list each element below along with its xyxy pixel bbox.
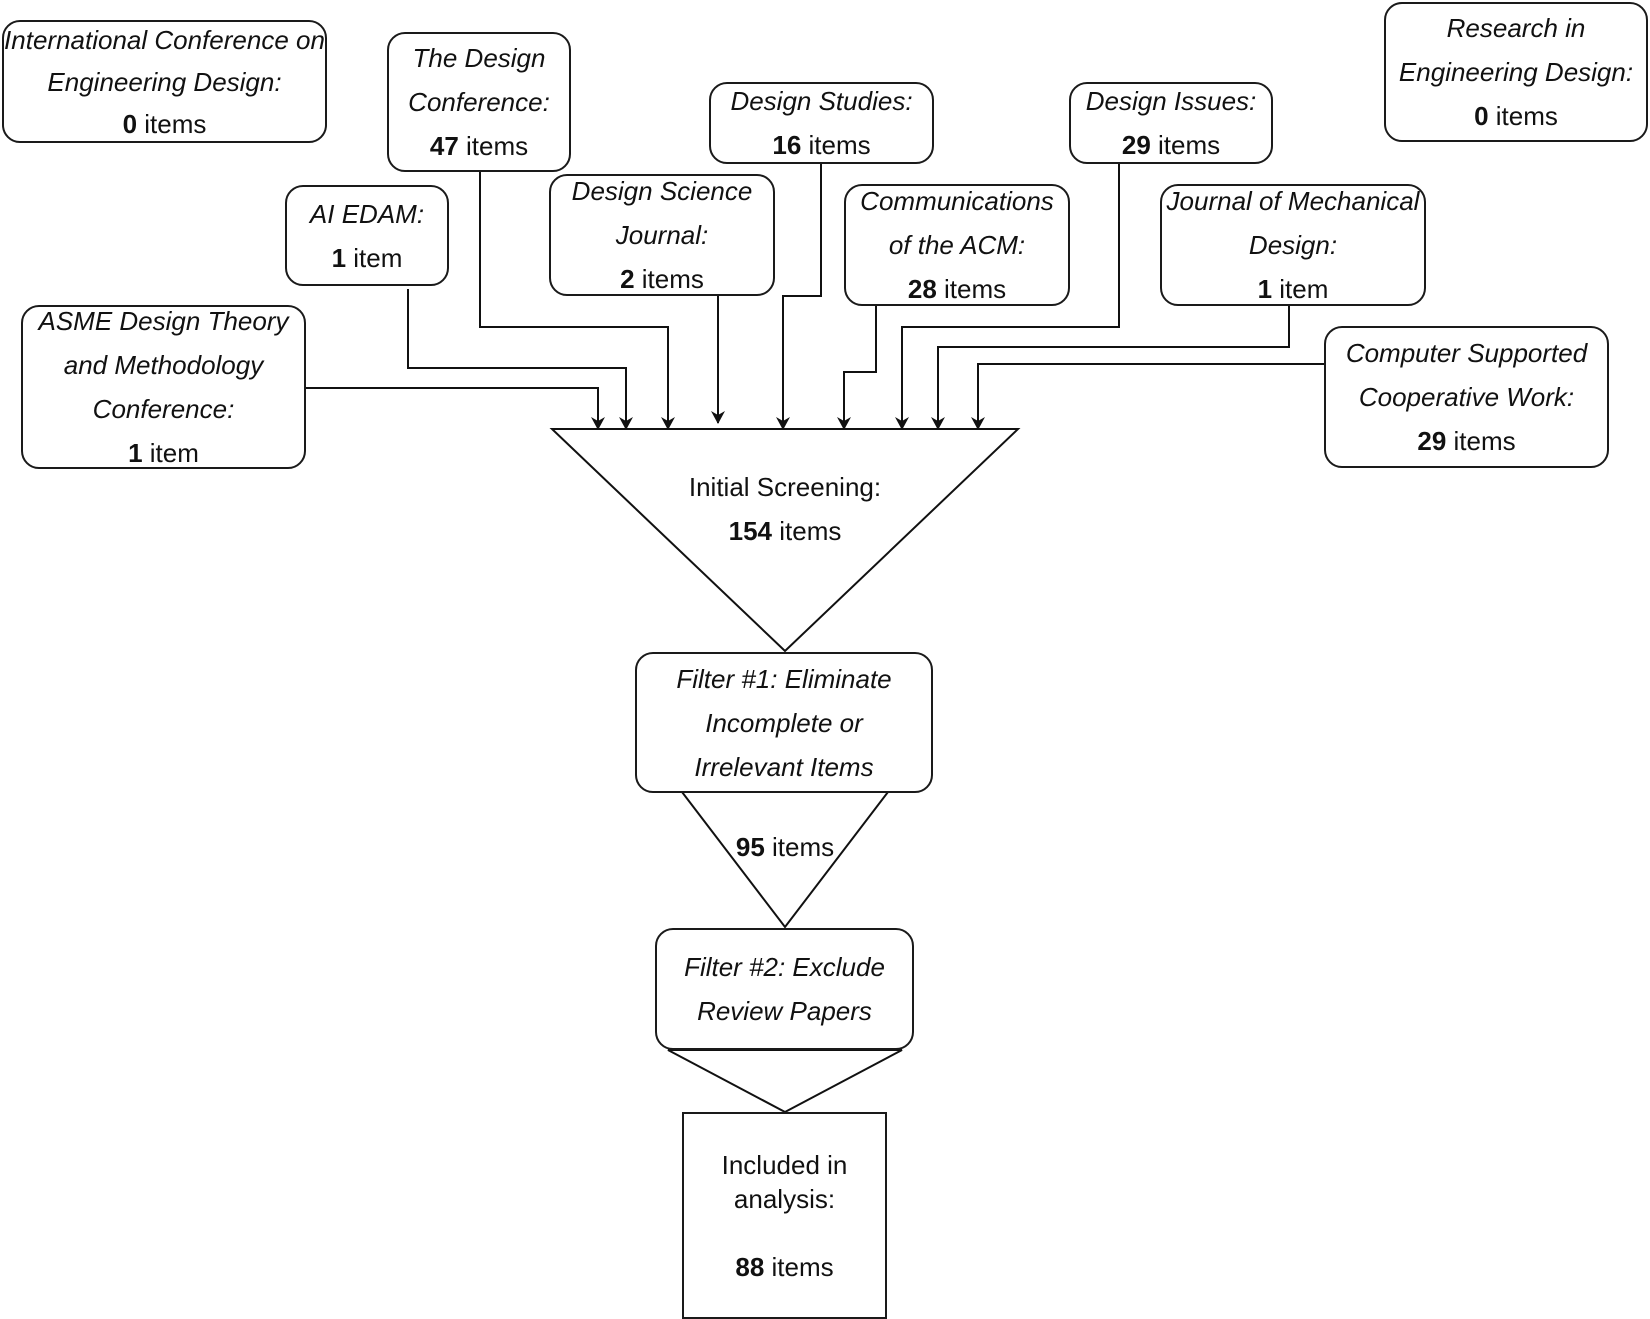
source-count: 29 xyxy=(1417,426,1447,456)
source-box-cacm: Communications of the ACM: 28 items xyxy=(844,184,1070,306)
initial-screening-label: Initial Screening: 154 items xyxy=(635,465,935,553)
source-unit: items xyxy=(1453,426,1516,456)
source-count: 29 xyxy=(1121,130,1151,160)
connector-cscw xyxy=(971,363,1324,430)
connector-cacm xyxy=(837,306,877,430)
source-count: 0 xyxy=(1474,101,1489,131)
final-included-count: 88 xyxy=(735,1251,765,1282)
source-box-asme-dtm: ASME Design Theory and Methodology Confe… xyxy=(21,305,306,469)
final-included-label: Included in analysis: xyxy=(721,1149,848,1214)
source-count: 28 xyxy=(907,274,937,304)
source-box-design-conference: The Design Conference: 47 items xyxy=(387,32,571,172)
filter1-box: Filter #1: Eliminate Incomplete or Irrel… xyxy=(635,652,933,793)
source-box-iced: International Conference on Engineering … xyxy=(2,20,327,143)
source-name: Research in Engineering Design: xyxy=(1398,13,1634,87)
source-count: 1 xyxy=(128,438,143,468)
after-filter1-count: 95 xyxy=(735,832,765,862)
initial-screening-text: Initial Screening: xyxy=(688,472,882,502)
filter2-label: Filter #2: Exclude Review Papers xyxy=(684,952,885,1026)
source-unit: item xyxy=(1279,274,1329,304)
source-unit: item xyxy=(353,242,403,273)
after-filter1-unit: items xyxy=(772,832,835,862)
connector-asme-dtm xyxy=(305,387,605,430)
source-name: Communications of the ACM: xyxy=(860,186,1054,260)
final-included-box: Included in analysis: 88 items xyxy=(682,1112,887,1319)
initial-screening-unit: items xyxy=(779,516,842,546)
source-box-ried: Research in Engineering Design: 0 items xyxy=(1384,2,1648,142)
connector-design-studies xyxy=(776,164,822,430)
source-name: Design Issues: xyxy=(1085,86,1257,116)
source-count: 1 xyxy=(331,242,347,273)
source-box-cscw: Computer Supported Cooperative Work: 29 … xyxy=(1324,326,1609,468)
final-included-unit: items xyxy=(771,1251,834,1282)
source-box-jmd: Journal of Mechanical Design: 1 item xyxy=(1160,184,1426,306)
source-count: 16 xyxy=(772,130,802,160)
source-unit: items xyxy=(944,274,1007,304)
filter2-box: Filter #2: Exclude Review Papers xyxy=(655,928,914,1050)
connector-ai-edam xyxy=(407,289,633,430)
source-box-design-issues: Design Issues: 29 items xyxy=(1069,82,1273,164)
source-count: 0 xyxy=(122,108,138,139)
source-name: International Conference on Engineering … xyxy=(4,24,325,97)
source-name: Journal of Mechanical Design: xyxy=(1166,186,1420,260)
source-count: 2 xyxy=(620,264,635,294)
source-count: 47 xyxy=(429,131,459,161)
source-unit: items xyxy=(1158,130,1221,160)
connector-design-issues xyxy=(895,164,1120,430)
source-name: Design Science Journal: xyxy=(571,176,753,250)
source-name: AI EDAM: xyxy=(309,198,425,229)
after-filter1-label: 95 items xyxy=(685,825,885,869)
source-unit: items xyxy=(466,131,529,161)
source-unit: items xyxy=(808,130,871,160)
source-unit: items xyxy=(1495,101,1558,131)
source-box-design-studies: Design Studies: 16 items xyxy=(709,82,934,164)
source-name: ASME Design Theory and Methodology Confe… xyxy=(38,306,289,424)
filter1-label: Filter #1: Eliminate Incomplete or Irrel… xyxy=(676,663,892,782)
connector-design-conference xyxy=(479,172,675,430)
filter2-funnel xyxy=(667,1049,903,1114)
source-unit: items xyxy=(144,108,207,139)
source-name: Computer Supported Cooperative Work: xyxy=(1345,338,1588,412)
source-box-design-science: Design Science Journal: 2 items xyxy=(549,174,775,296)
source-count: 1 xyxy=(1257,274,1273,304)
source-box-ai-edam: AI EDAM: 1 item xyxy=(285,185,449,286)
source-unit: item xyxy=(149,438,199,468)
source-unit: items xyxy=(641,264,704,294)
source-name: The Design Conference: xyxy=(408,43,550,117)
initial-screening-count: 154 xyxy=(728,516,773,546)
connector-jmd xyxy=(931,306,1290,430)
source-name: Design Studies: xyxy=(730,86,913,116)
